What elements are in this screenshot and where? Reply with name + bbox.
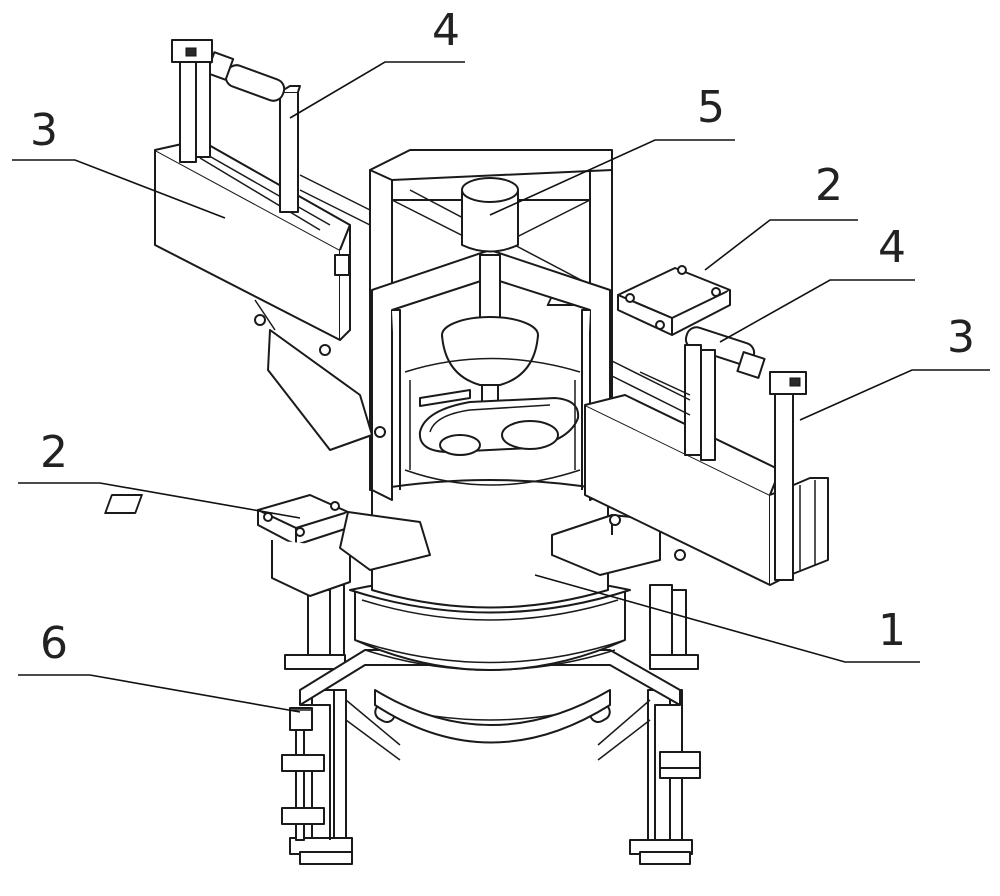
motor-and-mixer [404,177,581,486]
label-2-left: 2 [40,427,68,478]
tank-body [349,479,631,744]
label-3-left: 3 [30,105,58,156]
leader-lines [12,61,990,713]
label-4-right: 4 [878,222,906,273]
label-3-right: 3 [947,312,975,363]
label-1: 1 [878,605,906,656]
support-brackets [104,265,731,597]
right-arm-assembly [584,326,829,586]
label-6: 6 [40,618,68,669]
lower-stand [284,584,701,865]
label-5: 5 [697,82,725,133]
label-2-right: 2 [815,160,843,211]
left-arm-assembly [154,39,373,451]
adjusting-screw-part [281,707,325,841]
label-4-top: 4 [432,5,460,56]
